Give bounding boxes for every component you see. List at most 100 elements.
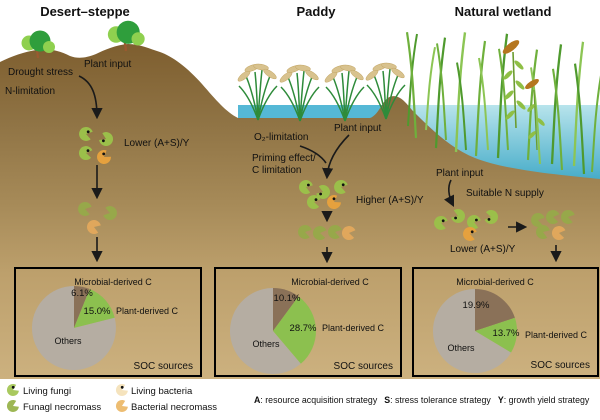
soc-sources-label: SOC sources [134,361,193,372]
paddy-water [238,105,402,119]
soc-box-wetland [412,267,599,377]
fungal-necromass-icon [561,209,575,224]
living-fungi-icon [334,179,348,194]
living-bacteria-icon [463,226,477,241]
pie-pct-microbial: 6.1% [71,288,93,299]
pie-slice-microbial-derived-c [74,285,90,328]
living-fungi-icon [466,215,481,230]
living-fungi-icon [78,146,93,161]
cattail-plants [502,40,545,151]
pie-wetland [432,288,518,373]
cattail-head [502,40,520,54]
desert-necromass [78,201,117,235]
pie-desert [31,285,116,370]
wetland-living [434,208,499,241]
living-bacteria-icon [115,383,128,396]
paddy-stress-o2: O₂-limitation [254,132,308,143]
pie-paddy [229,288,316,374]
panel-title-paddy: Paddy [296,4,336,19]
living-fungi-icon [316,184,331,199]
paddy-necromass [298,224,356,241]
paddy-ratio-label: Higher (A+S)/Y [356,195,424,206]
desert-plant-input-arrow [78,75,103,120]
legend-living-fungi-label: Living fungi [23,386,71,397]
living-fungi-icon [298,180,313,195]
paddy-plant-input-arrow [322,134,350,180]
fungal-necromass-icon [531,212,545,227]
pie-pct-microbial: 19.9% [463,300,490,311]
pie-pct-plant: 15.0% [84,306,111,317]
pie-slice-microbial-derived-c [273,288,299,331]
pie-slice-plant-derived-c [74,289,115,328]
bacterial-necromass-icon [115,399,128,412]
wetland-ratio-label: Lower (A+S)/Y [450,244,516,255]
fungal-necromass-icon [103,206,117,221]
pie-slice-others [31,285,116,370]
soc-box-desert [14,267,202,377]
paddy-stress-climit: C limitation [252,165,301,176]
pie-label-microbial: Microbial-derived C [456,277,534,287]
cattail-head [525,78,539,90]
pie-slice-plant-derived-c [273,296,316,364]
soc-panel-wetland: Microbial-derived C 19.9% 13.7% Plant-de… [412,267,599,377]
living-fungi-icon [79,126,93,141]
pie-slice-microbial-derived-c [475,288,515,331]
living-fungi-icon [99,132,114,147]
soil-landmass [0,44,600,379]
soc-box-paddy [214,267,402,377]
fungal-necromass-icon [298,224,312,239]
paddy-plant-input: Plant input [334,123,381,134]
desert-stress-drought: Drought stress [8,67,73,78]
desert-living [78,126,114,165]
panel-title-wetland: Natural wetland [455,4,552,19]
paddy-o2-connector [299,145,327,164]
paddy-stress-priming: Priming effect/ [252,153,316,164]
pie-slice-plant-derived-c [475,317,518,353]
pie-slice-others [229,288,301,374]
living-fungi-icon [306,195,321,210]
living-fungi-icon [434,215,448,230]
pie-label-plant: Plant-derived C [116,306,179,316]
pie-pct-microbial: 10.1% [274,293,301,304]
legend-bacterial-necromass-label: Bacterial necromass [131,402,217,413]
fungal-necromass-icon [6,399,19,412]
wetland-plant-input: Plant input [436,168,483,179]
pie-slice-others [432,289,511,373]
living-fungi-icon [6,383,19,396]
pie-label-microbial: Microbial-derived C [291,277,369,287]
bacterial-necromass-icon [551,226,566,241]
soc-sources-label: SOC sources [334,361,393,372]
pie-label-others: Others [252,339,280,349]
soc-panel-paddy: Microbial-derived C 10.1% 28.7% Plant-de… [214,267,402,377]
pie-label-microbial: Microbial-derived C [74,277,152,287]
wetland-necromass [531,209,575,241]
wetland-n-supply: Suitable N supply [466,188,544,199]
desert-ratio-label: Lower (A+S)/Y [124,138,190,149]
fungal-necromass-icon [78,201,92,216]
fungal-necromass-icon [545,210,560,225]
bacterial-necromass-icon [86,220,101,235]
living-fungi-icon [484,209,499,224]
living-bacteria-icon [327,195,341,210]
pie-pct-plant: 28.7% [290,323,317,334]
desert-plant-input: Plant input [84,59,131,70]
pie-label-others: Others [54,336,82,346]
wetland-plant-input-arrow [443,179,455,208]
living-bacteria-icon [97,150,112,165]
fungal-necromass-icon [312,226,327,241]
bacterial-necromass-icon [341,226,356,241]
legend-living-bacteria-label: Living bacteria [131,386,193,397]
soc-sources-label: SOC sources [531,360,590,371]
pie-label-plant: Plant-derived C [525,330,588,340]
microbe-groups [78,126,575,241]
pie-label-plant: Plant-derived C [322,323,385,333]
legend-icons [6,383,128,412]
pie-label-others: Others [447,343,475,353]
living-fungi-icon [451,208,466,223]
pie-pct-plant: 13.7% [493,328,520,339]
legend-fungal-necromass-label: Funagl necromass [23,402,101,413]
soc-panel-desert: Microbial-derived C 6.1% 15.0% Plant-der… [14,267,202,377]
